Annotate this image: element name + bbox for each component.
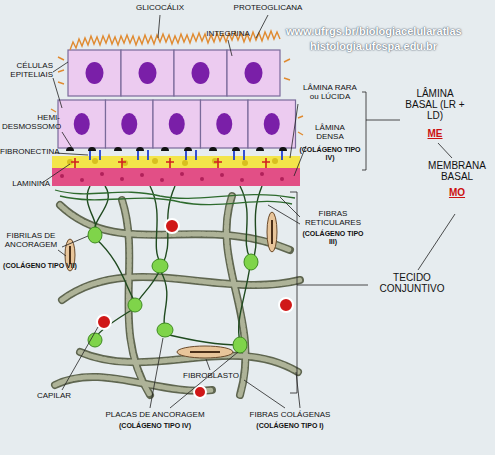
collagen-type: (COLÁGENO TIPO I)	[240, 422, 340, 430]
lamina-densa-texture	[60, 172, 284, 182]
capillaries	[97, 219, 293, 398]
reticular-fibers	[55, 190, 295, 205]
leader-lines	[42, 15, 455, 408]
collagen-type: (COLÁGENO TIPO IV)	[100, 422, 210, 430]
watermark: www.ufrgs.br/biologiacelularatlas	[286, 25, 486, 37]
glycocalyx	[51, 31, 303, 135]
group-label: TECIDO CONJUNTIVO	[372, 272, 452, 294]
part-label: FIBRONECTINA	[0, 148, 56, 157]
collagen-type: (COLÁGENO TIPO VII)	[0, 262, 80, 270]
group-label: LÂMINA BASAL (LR + LD)	[400, 88, 470, 122]
part-label: LÂMINA DENSA	[304, 124, 356, 142]
anchoring-plaques	[88, 227, 258, 353]
part-label: CAPILAR	[30, 392, 78, 401]
collagen-fibers	[55, 196, 300, 395]
lamina-densa	[52, 168, 300, 186]
part-label: PLACAS DE ANCORAGEM	[100, 411, 210, 420]
method-tag: ME	[400, 128, 470, 139]
watermark: histologia.ufcspa.edu.br	[310, 40, 480, 52]
collagen-type: (COLÁGENO TIPO IV)	[298, 146, 362, 162]
part-label: HEMI-DESMOSSOMO	[2, 114, 60, 132]
part-label: PROTEOGLICANA	[228, 4, 308, 13]
method-tag: MO	[424, 187, 490, 198]
group-label: MEMBRANA BASAL	[424, 160, 490, 182]
nuclei	[74, 62, 280, 135]
fibronectin	[90, 150, 282, 160]
part-label: FIBRAS RETICULARES	[302, 210, 364, 228]
collagen-type: (COLÁGENO TIPO III)	[300, 230, 366, 246]
part-label: GLICOCÁLIX	[125, 4, 195, 13]
part-label: FIBRILAS DE ANCORAGEM	[0, 232, 62, 250]
hemidesmosomes	[66, 147, 287, 151]
part-label: CÉLULAS EPITELIAIS	[2, 62, 53, 80]
part-label: INTEGRINA	[196, 30, 260, 39]
epithelial-cells	[58, 50, 296, 148]
part-label: FIBROBLASTO	[178, 372, 244, 381]
anchoring-fibrils	[87, 186, 262, 345]
part-label: LÂMINA RARA ou LÚCIDA	[300, 84, 360, 102]
part-label: FIBRAS COLÁGENAS	[240, 411, 340, 420]
fibroblasts	[65, 212, 277, 358]
part-label: LAMININA	[2, 180, 50, 189]
